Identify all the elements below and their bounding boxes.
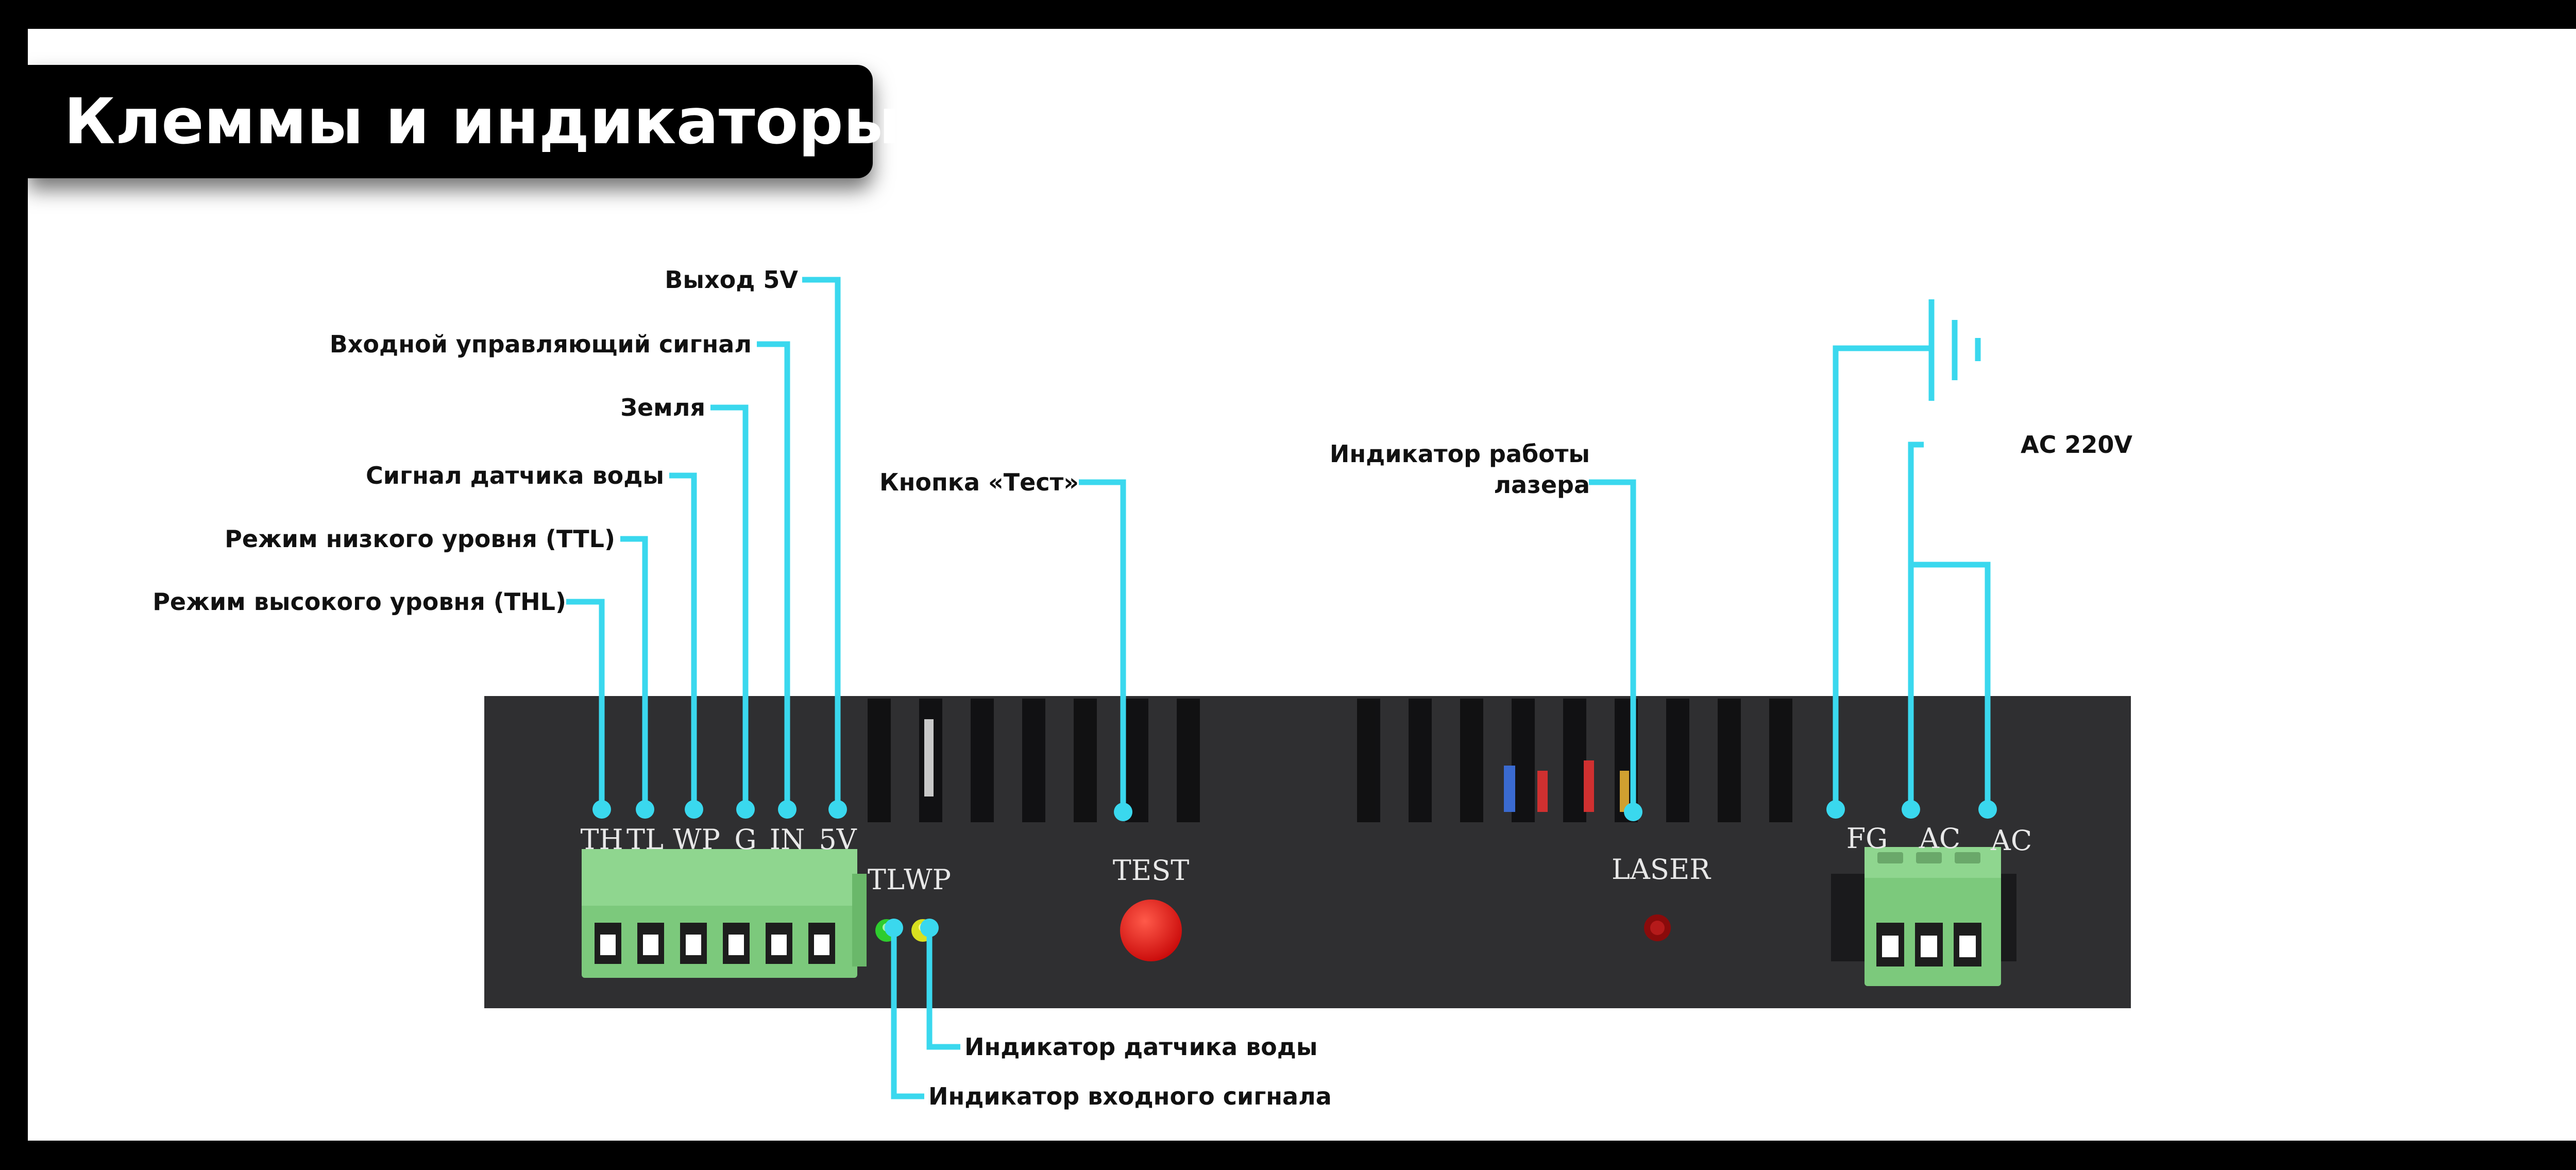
leader-dots: [592, 800, 1997, 937]
laser-label: LASER: [1612, 853, 1711, 886]
leader-lines: [566, 277, 1991, 1099]
wp-terminal-label: WP: [673, 823, 720, 856]
leader-water: [669, 472, 697, 809]
callout-laser-indicator-line2: лазера: [1494, 471, 1590, 499]
tl-terminal-label: TL: [626, 823, 664, 856]
5v-terminal-label: 5V: [819, 823, 857, 856]
leader-ttl: [620, 536, 648, 809]
callout-thl-high: Режим высокого уровня (THL): [152, 588, 566, 616]
signal-terminal-block: [582, 849, 867, 978]
callout-laser-indicator-line1: Индикатор работы: [1329, 440, 1590, 468]
callout-test-button: Кнопка «Тест»: [879, 468, 1079, 496]
g-terminal-label: G: [734, 823, 756, 856]
callout-ttl-low: Режим низкого уровня (TTL): [225, 525, 615, 553]
wp-led-label: WP: [904, 863, 951, 896]
content-frame: Клеммы и индикаторы: [28, 29, 2576, 1141]
leader-ground: [710, 404, 749, 809]
ac1-terminal-label: AC: [1919, 822, 1960, 855]
ac-terminal-block: [1865, 847, 2001, 986]
leader-fg: [1833, 345, 1931, 809]
test-label: TEST: [1113, 854, 1189, 887]
callout-input-indicator: Индикатор входного сигнала: [928, 1082, 1332, 1110]
leader-input-led: [891, 928, 924, 1099]
th-terminal-label: TH: [580, 823, 623, 856]
title-banner: Клеммы и индикаторы: [28, 65, 900, 178]
ac2-terminal-label: AC: [1990, 824, 2032, 857]
page-title: Клеммы и индикаторы: [64, 85, 901, 158]
tl-led-label: TL: [868, 863, 905, 896]
leader-water-led: [926, 928, 960, 1050]
callout-water-indicator: Индикатор датчика воды: [964, 1033, 1318, 1061]
callout-input-control: Входной управляющий сигнал: [329, 330, 752, 358]
callout-ground: Земля: [620, 394, 705, 421]
callout-ac220: AC 220V: [2021, 431, 2132, 459]
leader-test: [1079, 479, 1126, 812]
callout-5v-output: Выход 5V: [665, 266, 798, 294]
in-terminal-label: IN: [770, 823, 805, 856]
fg-terminal-label: FG: [1846, 822, 1888, 855]
test-button[interactable]: [1120, 900, 1182, 961]
callout-water-sensor: Сигнал датчика воды: [366, 462, 664, 489]
leader-laser: [1589, 479, 1636, 812]
leader-thl: [566, 599, 605, 809]
ground-symbol-icon: [1928, 299, 1981, 401]
internal-wires: [924, 719, 1629, 812]
leader-5v: [802, 277, 841, 809]
leader-input: [757, 341, 790, 809]
power-supply-diagram: TH TL WP G IN 5V TL WP TEST LASER FG AC …: [484, 277, 2131, 1099]
